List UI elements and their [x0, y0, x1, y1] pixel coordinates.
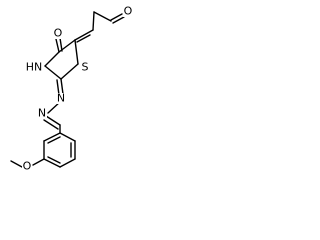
- bond-ar-inner-2: [47, 156, 61, 164]
- bonds: [10, 11, 125, 168]
- ring-o-bg: [53, 28, 63, 39]
- bond-n2-ch-a: [45, 115, 61, 126]
- bond-ar-o: [32, 158, 45, 166]
- bond-n3-c4: [44, 51, 60, 67]
- aldehyde-o-bg: [123, 6, 133, 17]
- carbonyl-oxygen-label: O: [54, 27, 63, 40]
- bond-cho-co-a: [110, 13, 123, 21]
- bond-c2-n1-b: [56, 79, 60, 96]
- bond-c2-n3: [44, 65, 62, 80]
- aldehyde-oxygen-label: O: [124, 5, 133, 18]
- atom-labels: O O HN S N N O: [22, 5, 133, 173]
- bond-ar-6: [59, 132, 76, 142]
- bond-exocyclic-double-a: [74, 29, 94, 41]
- bond-exocyclic-double-b: [76, 34, 91, 43]
- bond-c5-s: [74, 39, 79, 65]
- methoxy-o-bg: [22, 161, 32, 172]
- bond-ar-4: [59, 158, 76, 168]
- bond-cho-co-b: [112, 16, 125, 24]
- bond-cho-ch2: [93, 11, 112, 22]
- bond-ar-1: [43, 132, 61, 142]
- hydrazone-n2-label: N: [38, 107, 46, 120]
- bond-ch2-exo: [92, 11, 95, 31]
- bond-o-ch3: [10, 160, 23, 168]
- ring-nh-label: HN: [26, 61, 43, 74]
- bond-s-c2: [60, 63, 79, 80]
- hydrazone-n1-label: N: [57, 92, 65, 105]
- bond-n2-ch-b: [43, 119, 59, 130]
- bond-c4-o-b: [59, 37, 63, 52]
- bond-c4-o-a: [55, 38, 60, 53]
- bond-ar-3: [43, 158, 61, 168]
- n1-bg: [56, 93, 66, 104]
- molecule-structure: O O HN S N N O: [10, 5, 133, 173]
- bond-c2-n1-a: [60, 78, 64, 95]
- bond-ar-inner-1: [47, 136, 61, 144]
- methoxy-oxygen-label: O: [23, 160, 32, 173]
- n2-bg: [37, 108, 47, 119]
- nh-bg: [26, 61, 43, 73]
- sulfur-label: S: [82, 61, 89, 74]
- s-bg: [80, 62, 90, 73]
